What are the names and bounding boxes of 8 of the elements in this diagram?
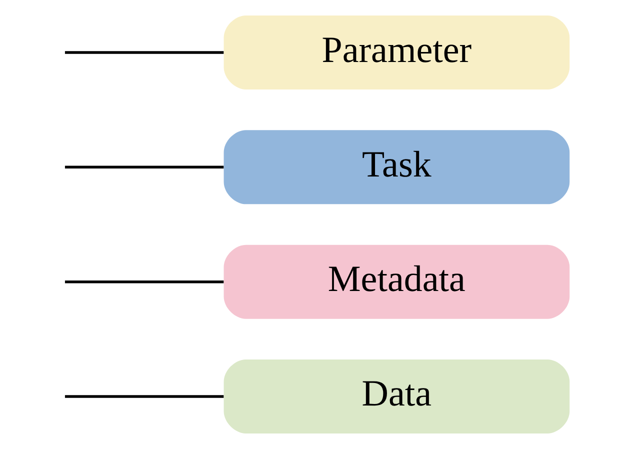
connector xyxy=(64,51,224,54)
node-box: Task xyxy=(224,130,570,204)
node-box: Parameter xyxy=(224,16,570,90)
node-box: Metadata xyxy=(224,244,570,319)
connector xyxy=(64,280,224,284)
node-box: Data xyxy=(224,360,570,434)
connector xyxy=(64,395,224,398)
connector xyxy=(64,166,224,169)
